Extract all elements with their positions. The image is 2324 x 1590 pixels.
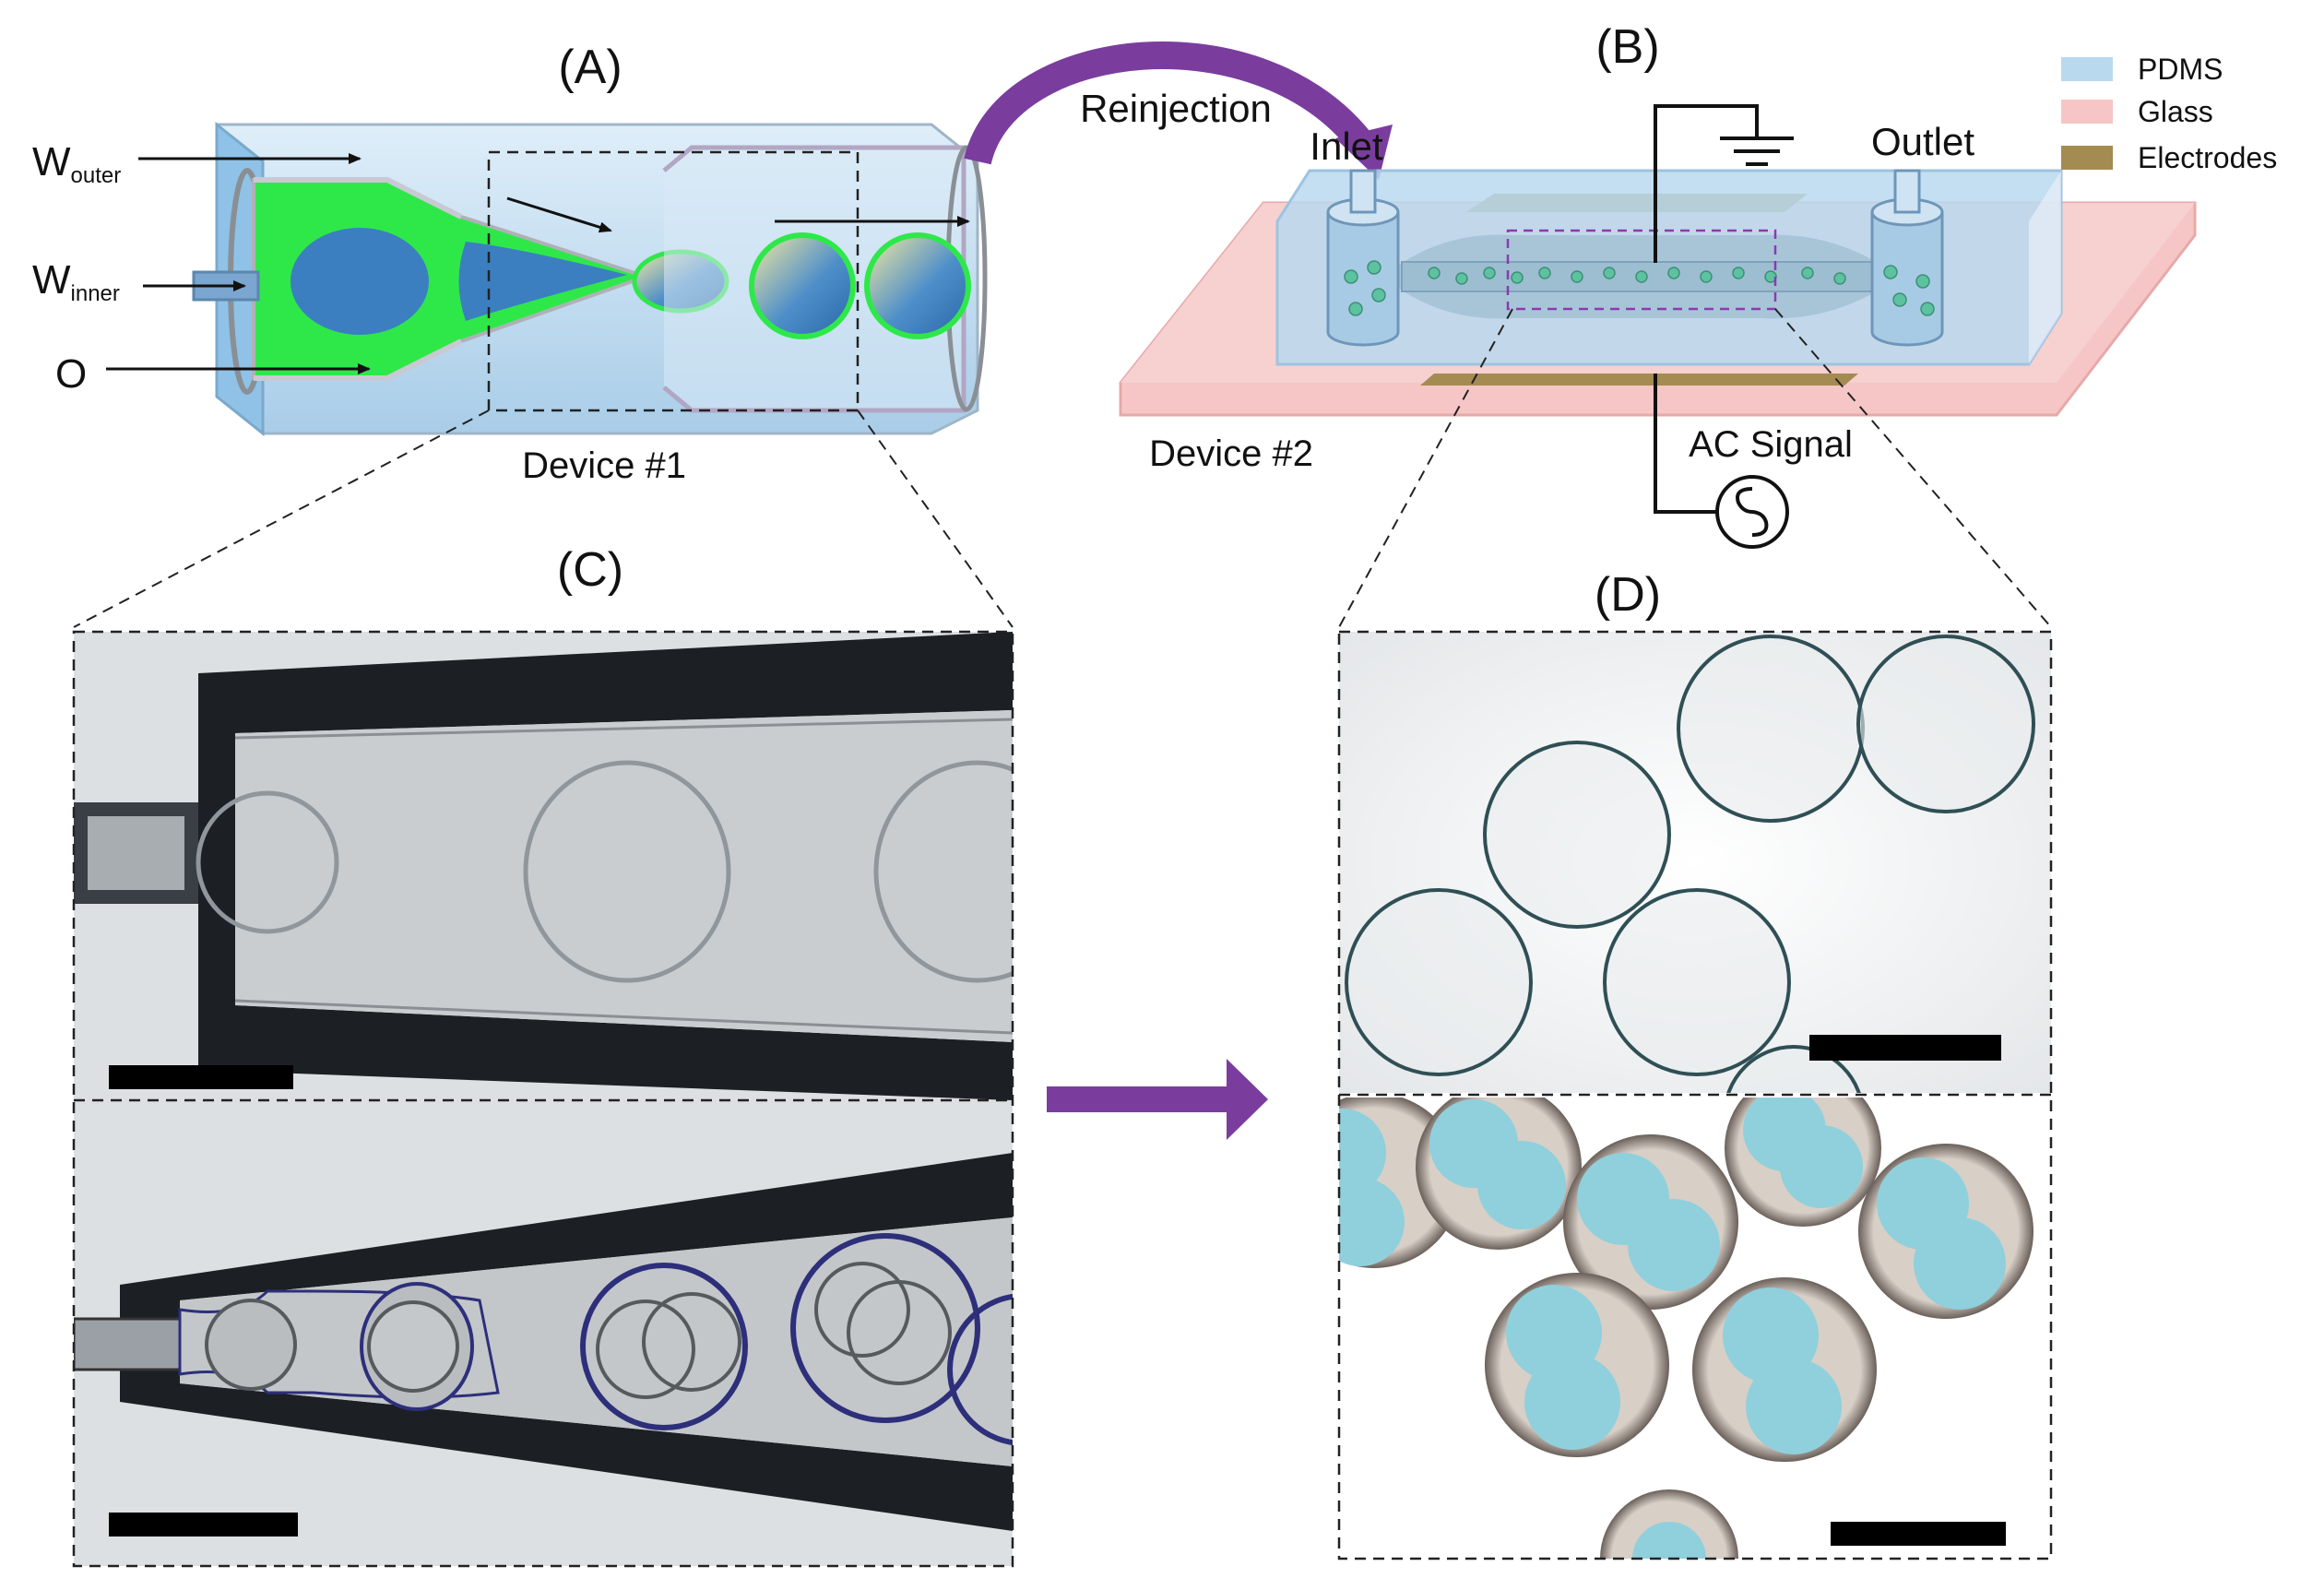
panel-a-label: (A) [558,41,622,94]
inner-jet [458,242,627,321]
oil-label: O [55,351,87,397]
reinjection-label: Reinjection [1080,87,1272,130]
droplet [196,790,339,934]
device-2-caption: Device #2 [1149,433,1313,474]
zoom-region-box [487,150,860,412]
outlet-well [1870,212,1944,347]
inner-droplet [290,228,429,335]
legend-label-pdms: PDMS [2138,53,2223,86]
scale-bar [1809,1035,2001,1061]
droplet [205,1299,297,1391]
panel-d-label: (D) [1595,568,1661,622]
reinjection: Reinjection [964,42,1393,180]
outlet-label: Outlet [1871,120,1974,163]
legend: PDMS Glass Electrodes [2061,53,2277,174]
panel-a: (A) Wouter Winner O Device #1 [32,41,988,486]
panel-b: (B) [1119,20,2197,549]
droplet [523,760,731,983]
electrode-bottom [1420,374,1858,386]
legend-label-glass: Glass [2138,95,2213,128]
double-emulsion [790,1233,980,1423]
double-emulsion-droplet [749,232,856,339]
device-1-caption: Device #1 [522,445,686,486]
zoom-region-box [1506,229,1777,311]
ac-signal-label: AC Signal [1689,424,1853,465]
micrograph-d-bottom [1339,1098,2051,1559]
channel-droplets [1344,260,1935,316]
ground-icon [1720,136,1794,166]
droplet [1856,635,2035,813]
signal-wire [1654,374,1734,514]
scale-bar [1831,1522,2006,1546]
double-emulsion [580,1263,748,1430]
ac-source-icon [1715,475,1789,549]
micrograph-c-top [74,632,1013,1100]
double-emulsion-droplet [864,232,971,339]
flow-arrow [506,196,612,233]
panel-c-label: (C) [557,543,623,597]
droplet [1345,888,1533,1076]
ground-wire [1654,104,1759,263]
micrograph-d-top [1339,632,2051,1093]
panel-c: (C) [72,543,1014,1568]
droplet [873,760,1013,983]
reinjection-arrow [964,42,1377,165]
panel-d: (D) [1337,568,2053,1560]
double-emulsion [947,1293,1013,1446]
scale-bar [109,1065,293,1089]
inlet-well [1326,212,1400,347]
legend-label-electrodes: Electrodes [2138,141,2277,174]
panel-c-frame [72,630,1014,1568]
droplet [1677,635,1865,823]
droplet [1603,888,1791,1076]
panel-b-label: (B) [1595,20,1659,74]
scale-bar [109,1513,298,1537]
legend-swatch-electrodes [2061,146,2113,170]
legend-swatch-pdms [2061,57,2113,81]
w-outer-label: Wouter [32,139,121,188]
transition-arrow [1047,1059,1268,1140]
double-emulsion-cluster [1339,1098,2034,1559]
w-inner-label: Winner [32,257,120,306]
legend-swatch-glass [2061,100,2113,124]
micrograph-c-bottom [74,1100,1013,1566]
droplet [1483,741,1671,929]
zoom-guide-lines [73,308,2052,628]
inlet-label: Inlet [1310,125,1383,168]
